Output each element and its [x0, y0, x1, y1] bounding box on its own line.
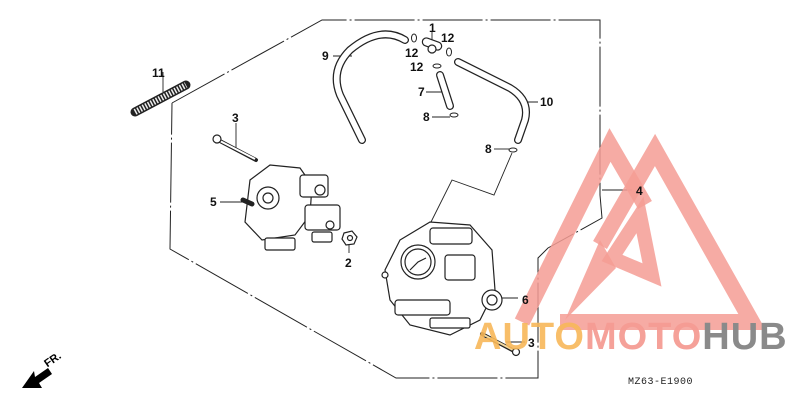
part-8-clips: [449, 112, 518, 153]
watermark-auto: AUTO: [474, 316, 585, 358]
part-12-clips: [411, 33, 452, 69]
callout-1: 1: [429, 21, 436, 35]
front-carburetor: [240, 164, 341, 251]
callout-8: 8: [423, 110, 430, 124]
part-10-hose: [454, 58, 530, 144]
callout-4: 4: [636, 184, 643, 198]
callout-12: 12: [410, 60, 424, 74]
callout-3: 3: [232, 111, 239, 125]
drawing-code: MZ63-E1900: [628, 377, 694, 388]
callout-2: 2: [345, 256, 352, 270]
watermark-moto: MOTO: [584, 316, 703, 358]
callout-10: 10: [540, 95, 554, 109]
rear-carburetor: [381, 221, 503, 336]
watermark-hub: HUB: [702, 316, 788, 358]
part-3-bolt-bottom: [480, 332, 521, 357]
callout-12: 12: [405, 46, 419, 60]
callout-9: 9: [322, 49, 329, 63]
part-7-tube: [436, 71, 454, 110]
callout-7: 7: [418, 85, 425, 99]
part-9-hose: [332, 30, 409, 144]
part-1-joint: [421, 37, 443, 54]
watermark-logo: [514, 128, 766, 330]
watermark-text: AUTOMOTOHUB: [474, 318, 788, 356]
callout-8: 8: [485, 142, 492, 156]
part-11-stud: [130, 80, 191, 117]
callout-3: 3: [528, 336, 535, 350]
part-2-nut: [341, 230, 358, 246]
callout-12: 12: [441, 31, 455, 45]
callout-5: 5: [210, 195, 217, 209]
front-arrow-icon: [22, 368, 52, 388]
callout-6: 6: [522, 293, 529, 307]
callout-11: 11: [152, 66, 165, 80]
assembly-outline: [169, 19, 603, 379]
part-3-bolt-top: [212, 134, 258, 162]
